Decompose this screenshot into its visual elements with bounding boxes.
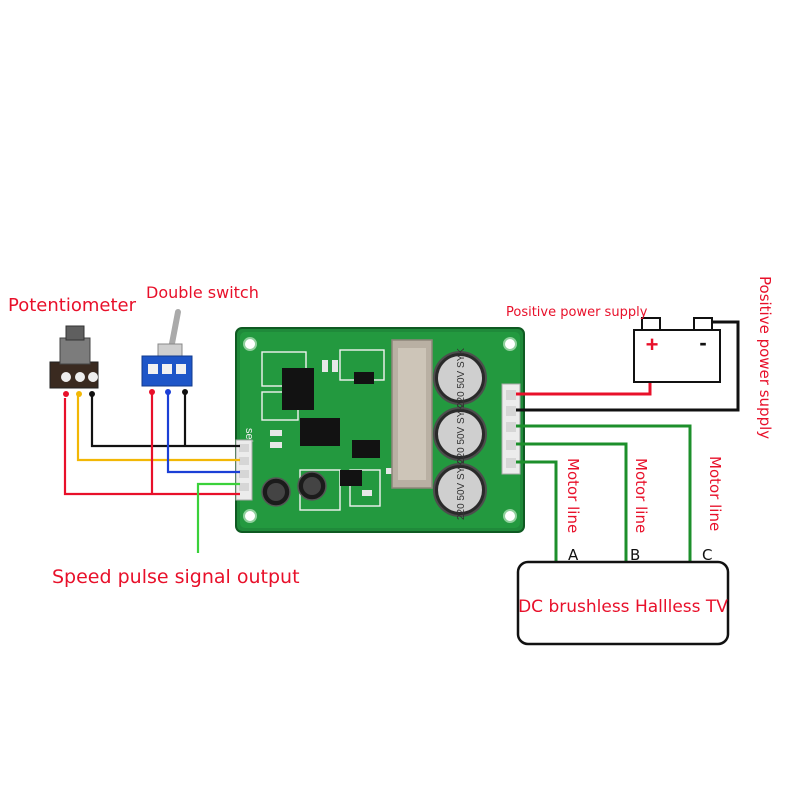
motor-wires bbox=[516, 424, 692, 565]
wire-black-power bbox=[516, 320, 740, 412]
battery-minus-sign: - bbox=[699, 330, 706, 355]
motor-label: DC brushless Hallless TV bbox=[518, 597, 728, 617]
speed-pulse-label: Speed pulse signal output bbox=[52, 566, 300, 588]
wire-motor-c bbox=[516, 424, 692, 565]
capacitor-2-label: 220 50V SYK bbox=[456, 404, 467, 464]
potentiometer-label: Potentiometer bbox=[8, 295, 137, 316]
wire-red-power bbox=[516, 332, 652, 396]
phase-c-label: C bbox=[702, 546, 712, 564]
wire-blue-switch bbox=[166, 392, 240, 474]
wire-red-pot bbox=[63, 398, 240, 496]
wire-motor-b bbox=[516, 442, 628, 565]
battery-plus-sign: + bbox=[646, 332, 659, 357]
motor-line-label-c: Motor line bbox=[706, 456, 724, 531]
motor-line-label-b: Motor line bbox=[632, 458, 650, 533]
motor: DC brushless Hallless TV bbox=[516, 560, 730, 646]
double-switch bbox=[141, 309, 193, 395]
phase-b-label: B bbox=[630, 546, 640, 564]
control-terminal bbox=[235, 439, 253, 501]
silkscreen-set-label: set bbox=[243, 428, 255, 443]
battery: + - bbox=[633, 317, 721, 383]
wire-yellow-pot bbox=[76, 396, 240, 462]
double-switch-label: Double switch bbox=[146, 283, 259, 302]
power-motor-terminal bbox=[501, 383, 521, 475]
capacitor-1-label: 220 50V SYK bbox=[456, 348, 467, 408]
capacitor-2: 220 50V SYK bbox=[433, 404, 487, 464]
capacitor-1: 220 50V SYK bbox=[433, 348, 487, 408]
wire-speed-pulse bbox=[196, 482, 240, 553]
capacitor-3-label: 220 50V SYK bbox=[456, 460, 467, 520]
potentiometer bbox=[49, 325, 99, 397]
motor-line-label-a: Motor line bbox=[564, 458, 582, 533]
positive-supply-label-top: Positive power supply bbox=[506, 305, 648, 320]
control-wires bbox=[63, 392, 240, 553]
phase-a-label: A bbox=[568, 546, 579, 564]
positive-supply-label-side: Positive power supply bbox=[756, 276, 774, 439]
wire-black-pot bbox=[90, 394, 240, 448]
capacitor-3: 220 50V SYK bbox=[433, 460, 487, 520]
wire-motor-a bbox=[516, 460, 558, 565]
